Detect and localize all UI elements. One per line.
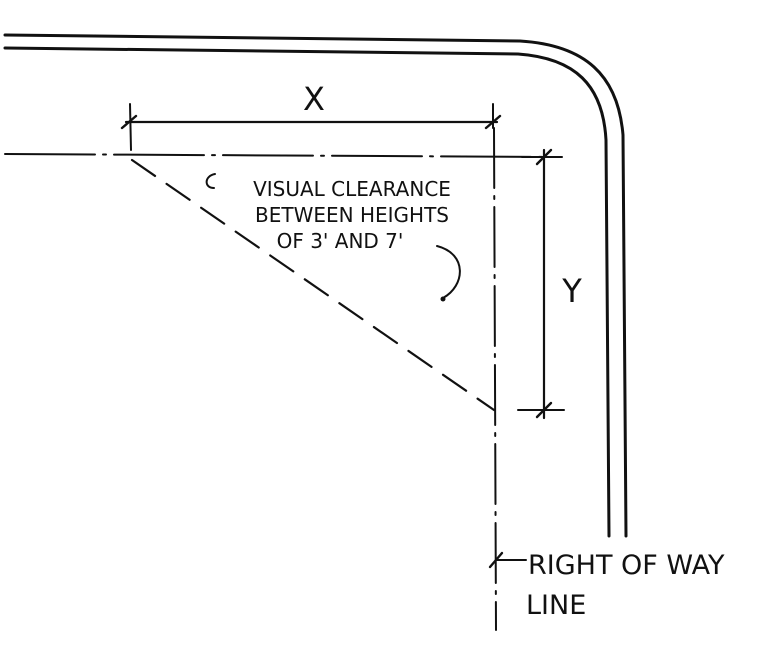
- note-leader-dot: [440, 296, 446, 302]
- right-of-way-line-vertical: [493, 127, 497, 631]
- curb-lines: [3, 33, 628, 538]
- right-of-way-line-horizontal: [4, 153, 559, 158]
- right-of-way-callout: RIGHT OF WAY LINE: [488, 550, 725, 621]
- dimension-y-top-tick: [535, 148, 553, 166]
- right-of-way-label-line-1: RIGHT OF WAY: [528, 550, 725, 581]
- right-of-way-lines: [4, 127, 559, 631]
- dimension-x-label: X: [303, 80, 325, 118]
- note-line-3: OF 3' AND 7': [277, 229, 404, 253]
- note-line-2: BETWEEN HEIGHTS: [255, 203, 449, 227]
- visual-clearance-note: VISUAL CLEARANCE BETWEEN HEIGHTS OF 3' A…: [205, 173, 461, 302]
- curb-inner-line: [3, 46, 611, 538]
- curb-outer-line: [3, 33, 628, 538]
- dimension-x-left-tick: [120, 114, 138, 130]
- sight-triangle-hypotenuse: [130, 158, 496, 412]
- dimension-y-bottom-tick: [535, 401, 553, 419]
- dimension-y-label: Y: [561, 272, 582, 310]
- dimension-x-right-tick: [484, 114, 502, 130]
- dimension-y: Y: [517, 148, 582, 420]
- note-line-1: VISUAL CLEARANCE: [253, 177, 451, 201]
- right-of-way-leader-tick: [488, 551, 504, 569]
- dimension-x-left-extension: [129, 103, 132, 151]
- right-of-way-label-line-2: LINE: [526, 590, 586, 621]
- note-leader-curve: [436, 245, 461, 299]
- dimension-x: X: [120, 80, 502, 151]
- note-leader-small-hook: [205, 173, 216, 189]
